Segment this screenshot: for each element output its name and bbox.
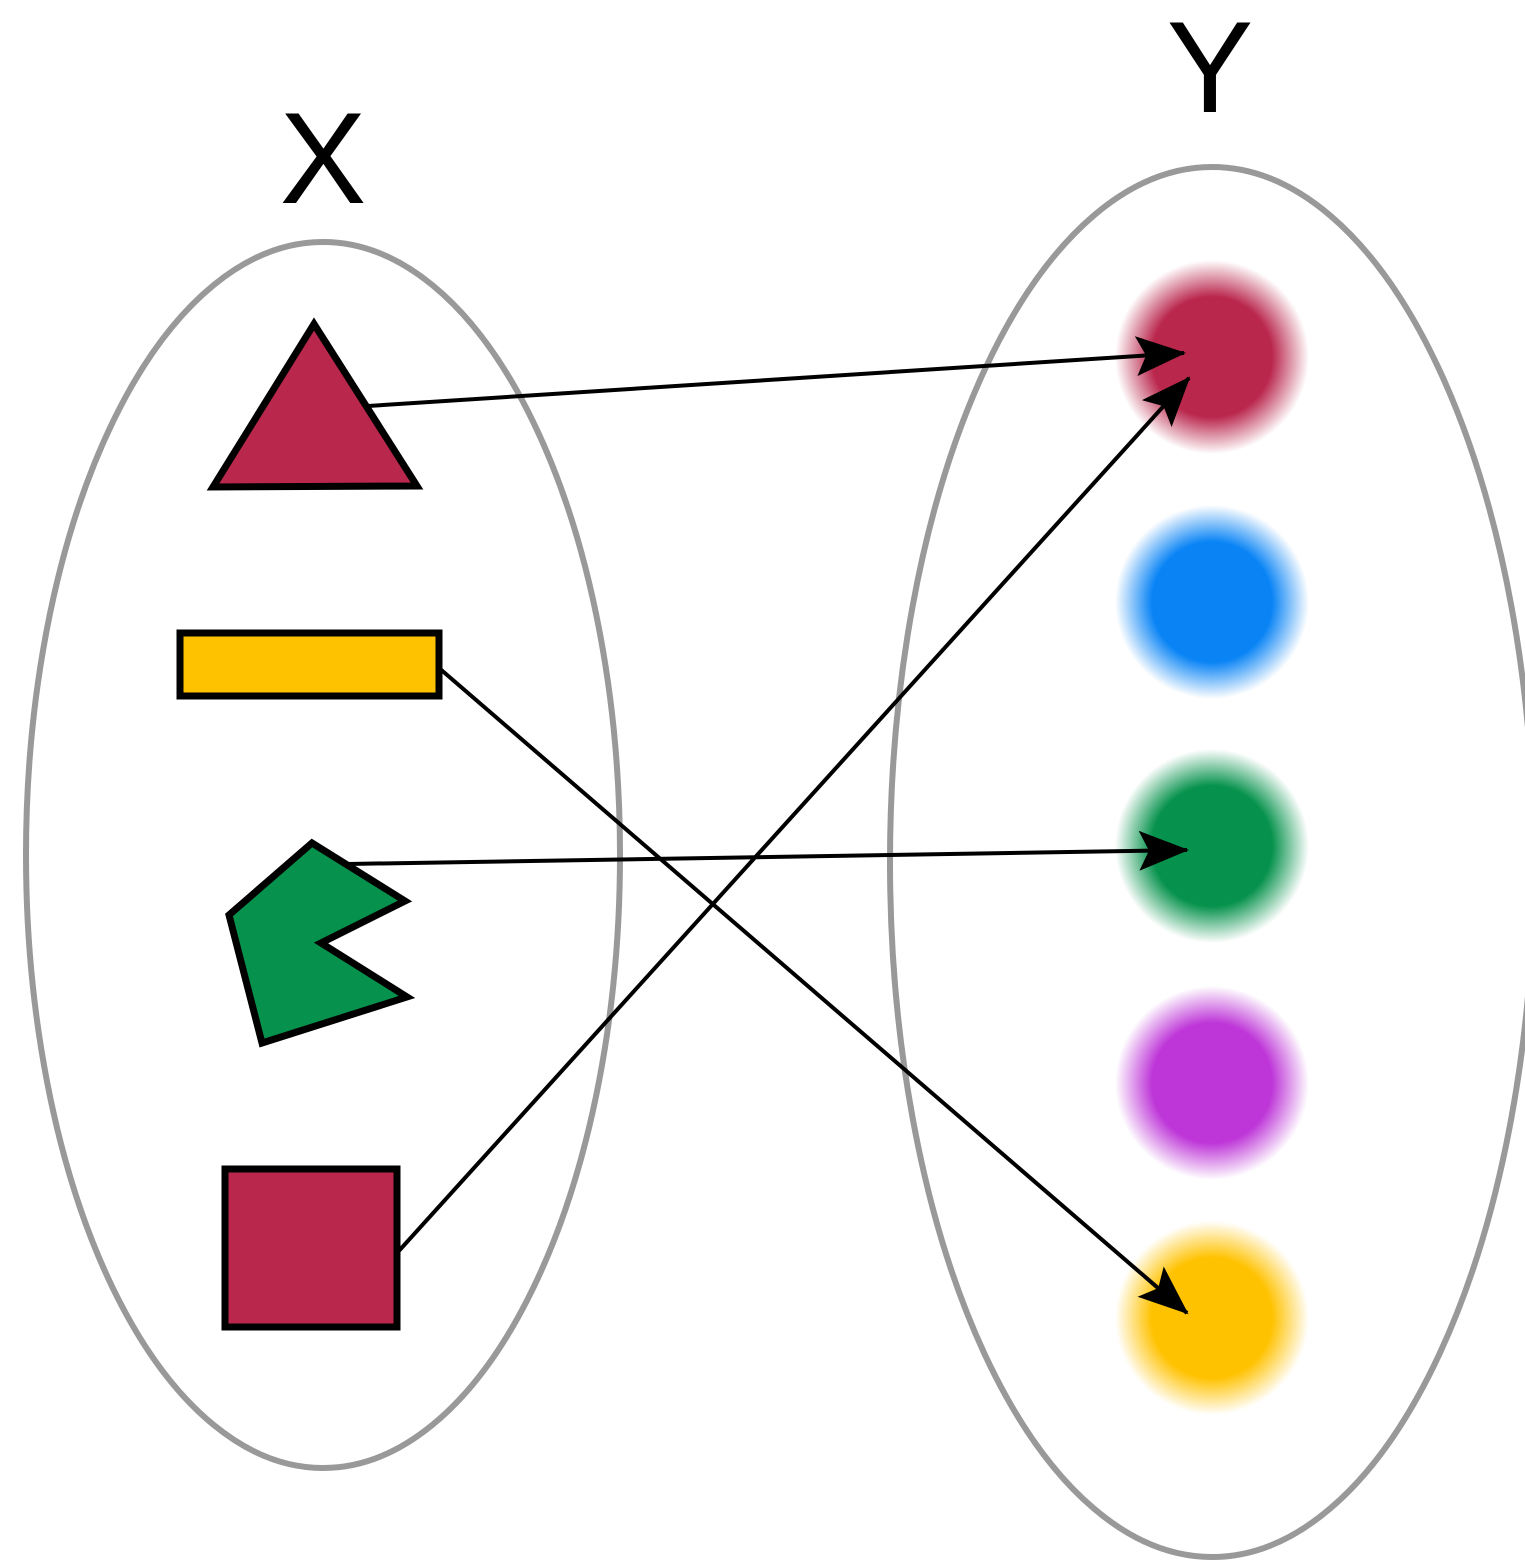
codomain-label: Y: [1167, 0, 1254, 140]
arrow-rectangle-to-yellow: [437, 666, 1189, 1315]
codomain-set-ellipse: [887, 164, 1525, 1560]
domain-notched-pentagon: [225, 838, 416, 1048]
codomain-dot-blue: [1115, 505, 1309, 699]
arrow-pentagon-to-green: [347, 830, 1189, 871]
domain-set-ellipse: [23, 239, 623, 1471]
arrow-square-to-crimson: [395, 376, 1191, 1255]
domain-rectangle: [176, 629, 443, 700]
domain-square: [221, 1165, 401, 1331]
codomain-dot-green: [1115, 749, 1309, 943]
mapping-arrows: [347, 336, 1191, 1315]
codomain-dot-yellow: [1115, 1221, 1309, 1415]
domain-label: X: [280, 85, 367, 231]
arrow-triangle-to-crimson: [367, 336, 1186, 408]
codomain-dot-purple: [1115, 986, 1309, 1180]
domain-triangle: [206, 317, 424, 491]
